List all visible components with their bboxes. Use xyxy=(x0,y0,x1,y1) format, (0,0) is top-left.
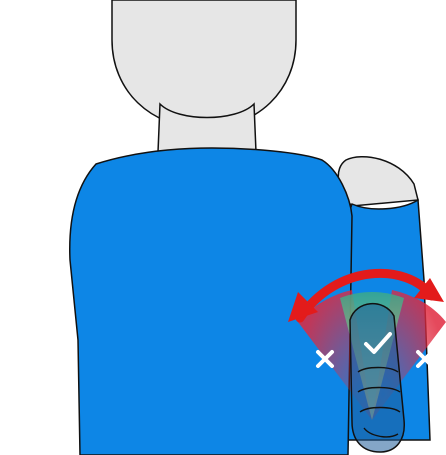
diagram-stage xyxy=(0,0,446,455)
shoulder-rotation-illustration xyxy=(0,0,446,455)
